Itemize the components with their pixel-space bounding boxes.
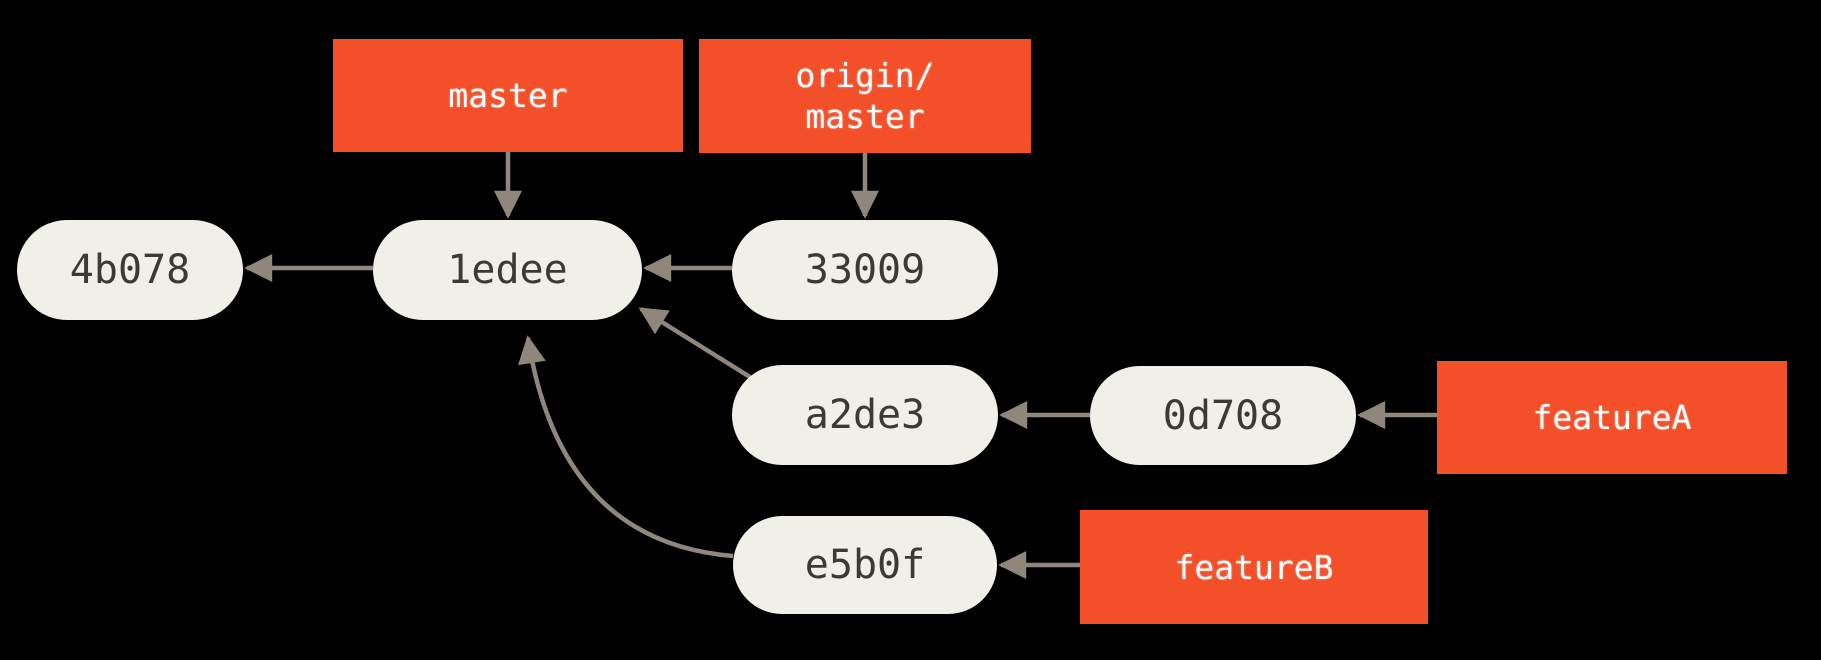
commit-node-0d708: 0d708: [1090, 366, 1356, 465]
commit-node-1edee: 1edee: [373, 220, 642, 320]
branch-label-text: featureB: [1174, 547, 1334, 587]
branch-label-text: master: [448, 76, 568, 115]
arrow-e5b0f-to-1edee: [518, 335, 734, 559]
commit-node-33009: 33009: [732, 220, 998, 320]
commit-node-4b078: 4b078: [17, 220, 243, 320]
branch-label-text: origin/: [795, 56, 935, 95]
branch-label-featureA: featureA: [1437, 361, 1787, 474]
branch-label-text: master: [805, 97, 925, 136]
branch-label-origin-master: origin/master: [699, 39, 1031, 153]
commit-node-e5b0f: e5b0f: [733, 516, 997, 614]
commit-node-a2de3: a2de3: [732, 365, 998, 465]
branch-label-featureB: featureB: [1080, 510, 1428, 624]
branch-label-text: featureA: [1532, 398, 1692, 437]
branch-label-master: master: [333, 39, 683, 152]
arrow-a2de3-to-1edee: [638, 307, 752, 379]
